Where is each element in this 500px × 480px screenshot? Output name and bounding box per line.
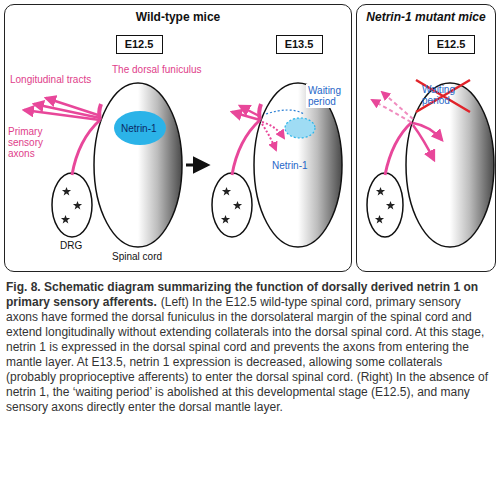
netrin-label: Netrin-1 [121, 123, 157, 134]
stage-label: E13.5 [284, 38, 315, 50]
caption-body: (Left) In the E12.5 wild-type spinal cor… [6, 295, 488, 414]
stage-label: E12.5 [124, 38, 155, 50]
stage-label: E12.5 [436, 38, 467, 50]
cord-label: Spinal cord [112, 251, 162, 262]
mutant-panel: Netrin-1 mutant miceE12.5 [356, 4, 496, 272]
waiting-label: Waiting period [422, 84, 462, 106]
panel-heading: Netrin-1 mutant mice [357, 10, 495, 24]
stage-arrow [186, 164, 207, 167]
wild-type-panel: Wild-type miceE12.5 E13.5 [4, 4, 352, 272]
drg-label: DRG [60, 240, 82, 251]
mutant-e12-drawing [367, 80, 494, 247]
wt-e12-drawing [24, 83, 182, 247]
tract-label: Longitudinal tracts [10, 74, 91, 85]
stage-box: E12.5 [428, 35, 475, 54]
panel-heading: Wild-type mice [5, 10, 351, 24]
stage-box: E13.5 [276, 35, 323, 54]
netrin-label: Netrin-1 [272, 160, 308, 171]
axon-label: Primary sensory axons [8, 126, 54, 159]
waiting-label: Waiting period [306, 84, 350, 108]
funiculus-label: The dorsal funiculus [112, 64, 202, 75]
cross-out [416, 80, 470, 112]
stage-box: E12.5 [116, 35, 163, 54]
figure-caption: Fig. 8. Schematic diagram summarizing th… [6, 280, 494, 415]
